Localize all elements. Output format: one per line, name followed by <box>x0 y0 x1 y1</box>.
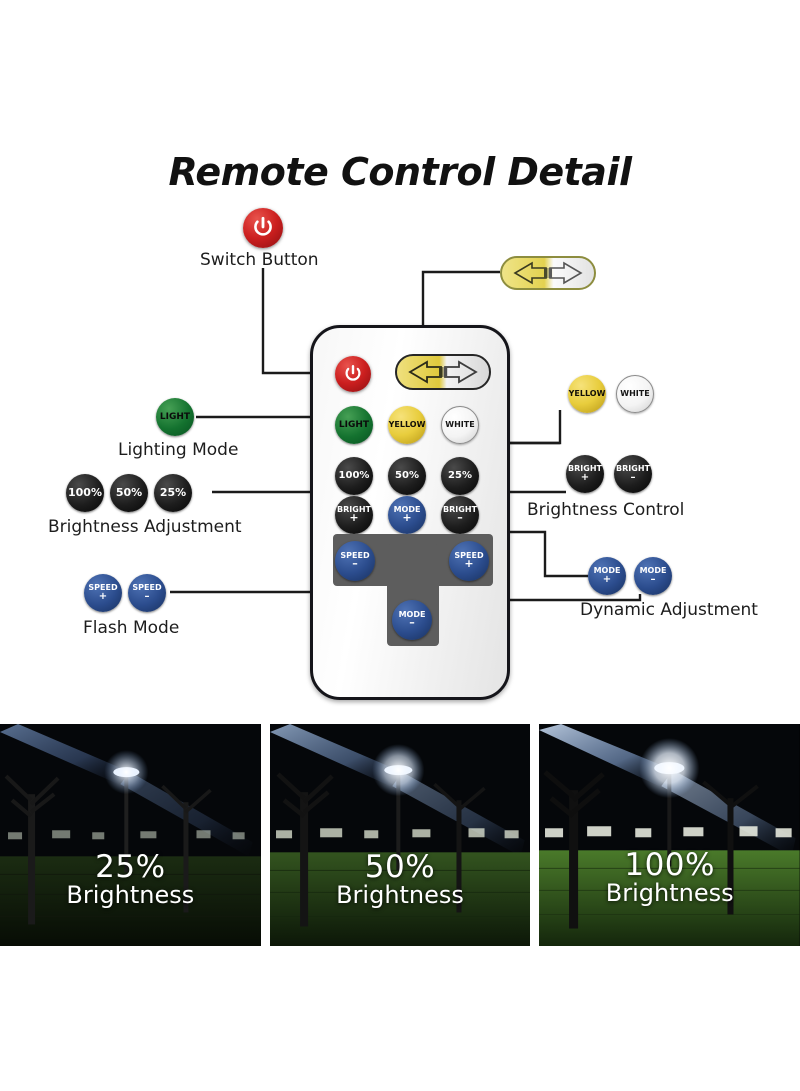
callout-chip-25[interactable]: 25% <box>154 474 192 512</box>
chip-sign-minus: – <box>650 574 656 586</box>
photo-percent: 100% <box>624 847 715 883</box>
chip-label-25: 25% <box>159 485 187 499</box>
remote-key-label-25: 25% <box>448 470 472 482</box>
callout-chip-100[interactable]: 100% <box>66 474 104 512</box>
chip-label-50: 50% <box>115 485 143 499</box>
chip-sign-plus: + <box>580 472 590 484</box>
remote-key-bright-plus[interactable]: BRIGHT + <box>335 496 373 534</box>
chip-label-light: LIGHT <box>159 411 191 422</box>
callout-chip-rocker[interactable] <box>500 256 596 290</box>
chip-label-bright: BRIGHT <box>616 464 650 474</box>
chip-label-speed: SPEED <box>132 583 162 593</box>
power-icon <box>254 216 272 236</box>
remote-key-rocker[interactable] <box>395 354 491 390</box>
remote-key-25[interactable]: 25% <box>441 457 479 495</box>
callout-label-flash-mode: Flash Mode <box>83 618 180 638</box>
night-scene-50-icon <box>269 724 531 946</box>
photo-caption-label: Brightness <box>605 879 734 907</box>
remote-key-label-bright: BRIGHT <box>337 505 371 515</box>
remote-key-mode-minus[interactable]: MODE – <box>392 600 432 640</box>
remote-key-label-light: LIGHT <box>338 419 370 430</box>
rocker-arrows-icon <box>408 360 478 384</box>
photo-caption-label: Brightness <box>336 881 464 909</box>
callout-chip-yellow[interactable]: YELLOW <box>568 375 606 413</box>
callout-chip-bright-plus[interactable]: BRIGHT + <box>566 455 604 493</box>
remote-key-sign-plus: + <box>349 511 359 525</box>
remote-key-label-bright: BRIGHT <box>443 505 477 515</box>
night-scene-25-icon <box>0 724 261 946</box>
callout-label-dynamic-adjustment: Dynamic Adjustment <box>580 600 758 620</box>
callout-label-brightness-control: Brightness Control <box>527 500 685 520</box>
remote-key-sign-minus: – <box>352 557 358 571</box>
chip-label-100: 100% <box>68 485 102 499</box>
photo-caption-label: Brightness <box>66 881 195 909</box>
remote-key-label-yellow: YELLOW <box>388 420 426 430</box>
night-scene-100-icon <box>539 724 800 946</box>
chip-label-mode: MODE <box>593 566 621 576</box>
chip-sign-minus: – <box>630 472 636 484</box>
chip-sign-minus: – <box>144 591 150 603</box>
remote-control-body: LIGHT YELLOW WHITE 100% 50% 25% BRIGHT +… <box>310 325 510 700</box>
photo-100: 100% Brightness <box>539 724 800 946</box>
remote-key-sign-plus: + <box>402 511 412 525</box>
chip-label-mode: MODE <box>639 566 667 576</box>
rocker-arrows-icon <box>513 261 583 285</box>
photo-50: 50% Brightness <box>269 724 531 946</box>
callout-chip-mode-plus[interactable]: MODE + <box>588 557 626 595</box>
remote-key-light[interactable]: LIGHT <box>335 406 373 444</box>
callout-chip-light[interactable]: LIGHT <box>156 398 194 436</box>
callout-chip-white[interactable]: WHITE <box>616 375 654 413</box>
remote-diagram: Switch Button LIGHT Lighting Mode 100% 5… <box>48 208 758 700</box>
callout-label-lighting-mode: Lighting Mode <box>118 440 239 460</box>
photo-percent: 25% <box>95 849 166 885</box>
callout-chip-speed-plus[interactable]: SPEED + <box>84 574 122 612</box>
chip-label-bright: BRIGHT <box>568 464 602 474</box>
remote-key-speed-plus[interactable]: SPEED + <box>449 541 489 581</box>
chip-sign-plus: + <box>602 574 612 586</box>
remote-key-label-mode: MODE <box>393 505 421 515</box>
callout-chip-power[interactable] <box>243 208 283 248</box>
chip-label-speed: SPEED <box>88 583 118 593</box>
remote-key-label-mode: MODE <box>398 610 426 620</box>
page-title: Remote Control Detail <box>168 150 633 194</box>
callout-label-switch-button: Switch Button <box>200 250 319 270</box>
remote-key-power[interactable] <box>335 356 371 392</box>
remote-key-100[interactable]: 100% <box>335 457 373 495</box>
remote-key-label-white: WHITE <box>445 420 475 430</box>
remote-key-sign-plus: + <box>464 557 474 571</box>
photo-percent: 50% <box>364 849 436 885</box>
callout-chip-mode-minus[interactable]: MODE – <box>634 557 672 595</box>
brightness-comparison-strip: 25% Brightness <box>0 724 800 946</box>
remote-key-sign-minus: – <box>457 511 463 525</box>
remote-key-mode-plus[interactable]: MODE + <box>388 496 426 534</box>
remote-key-bright-minus[interactable]: BRIGHT – <box>441 496 479 534</box>
callout-chip-speed-minus[interactable]: SPEED – <box>128 574 166 612</box>
remote-key-label-100: 100% <box>338 470 370 482</box>
remote-key-50[interactable]: 50% <box>388 457 426 495</box>
remote-key-speed-minus[interactable]: SPEED – <box>335 541 375 581</box>
remote-key-label-50: 50% <box>395 470 419 482</box>
callout-chip-bright-minus[interactable]: BRIGHT – <box>614 455 652 493</box>
remote-key-yellow[interactable]: YELLOW <box>388 406 426 444</box>
callout-label-brightness-adjustment: Brightness Adjustment <box>48 517 242 537</box>
chip-label-yellow: YELLOW <box>568 389 606 399</box>
remote-key-label-speed: SPEED <box>454 551 484 561</box>
callout-chip-50[interactable]: 50% <box>110 474 148 512</box>
photo-25: 25% Brightness <box>0 724 261 946</box>
remote-key-white[interactable]: WHITE <box>441 406 479 444</box>
power-icon <box>345 365 361 381</box>
remote-key-sign-minus: – <box>409 616 415 630</box>
remote-key-label-speed: SPEED <box>340 551 370 561</box>
chip-label-white: WHITE <box>620 389 650 399</box>
chip-sign-plus: + <box>98 591 108 603</box>
